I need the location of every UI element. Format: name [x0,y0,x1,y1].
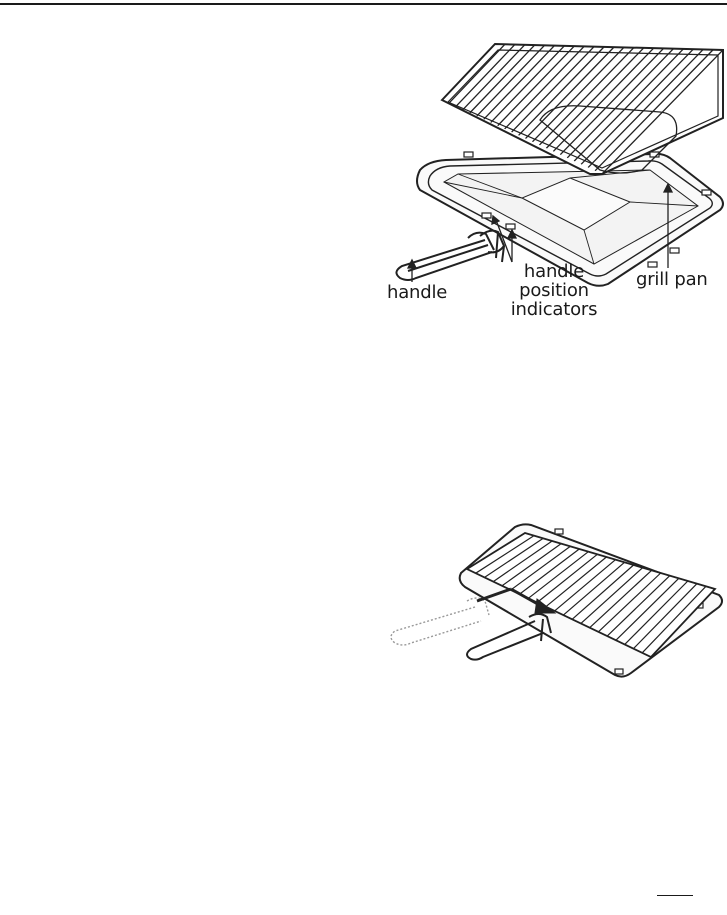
handle-ghost [391,598,489,645]
grill-pan-assembled-figure [385,515,727,685]
header-rule [0,3,727,5]
handle-label: handle [387,283,447,302]
grill-rack [442,44,723,174]
page-number-rule [657,895,693,896]
handle-position-indicators-label: handle position indicators [489,262,619,319]
grill-pan-label: grill pan [636,270,708,289]
